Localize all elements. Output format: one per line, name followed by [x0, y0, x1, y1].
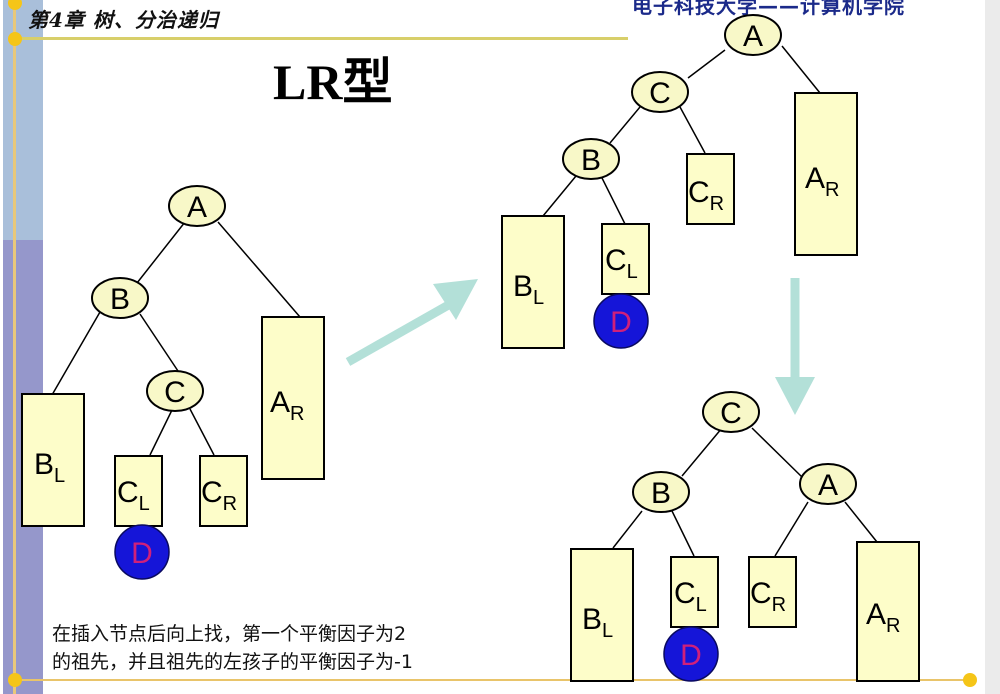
subtree-box: [21, 393, 85, 527]
edge-A-AR: [781, 45, 821, 94]
subtree-box: [686, 153, 735, 225]
tree-node: [562, 138, 620, 180]
subtree-box: [501, 215, 565, 349]
edge-A-B: [136, 221, 186, 284]
edge-B-BL: [612, 510, 643, 549]
node-label: A: [187, 191, 207, 224]
slide-title: LR型: [273, 54, 393, 110]
arrow-down-icon: [775, 278, 815, 415]
subtree-box: [794, 92, 858, 256]
edge-A-CR: [774, 501, 809, 557]
edge-A-C: [687, 49, 726, 79]
subtree-box: [261, 316, 325, 480]
caption-line-1: 在插入节点后向上找，第一个平衡因子为2: [52, 623, 407, 645]
arrow-right-up-icon: [345, 279, 478, 366]
inserted-node: [663, 626, 719, 682]
subtree-label: AR: [805, 162, 839, 201]
node-label: C: [649, 77, 671, 110]
edge-C-B: [681, 427, 723, 477]
subtree-box: [748, 556, 797, 628]
subtree-label: BL: [34, 448, 65, 487]
inserted-node: [593, 293, 649, 349]
edge-B-CL: [671, 510, 695, 557]
edge-C-A: [751, 427, 804, 479]
edge-B-C: [139, 313, 181, 375]
edge-C-CL: [149, 409, 173, 456]
tree-node: [702, 391, 760, 433]
tree-node: [91, 277, 149, 319]
header-rule: [13, 37, 628, 40]
node-label: B: [581, 144, 601, 177]
caption: 在插入节点后向上找，第一个平衡因子为2 的祖先，并且祖先的左孩子的平衡因子为-1: [52, 620, 413, 676]
edge-C-CR: [679, 106, 706, 154]
subtree-label: AR: [270, 386, 304, 425]
subtree-label: CR: [688, 176, 724, 215]
subtree-label: BL: [513, 270, 544, 309]
node-label: A: [818, 469, 838, 502]
subtree-box: [601, 223, 650, 295]
tree-after-right-rotation: C B A BL CL CR AR D: [570, 391, 920, 682]
rule-dot-footer-left: [8, 673, 22, 687]
edge-B-BL: [51, 311, 101, 396]
tree-node: [168, 185, 226, 227]
inserted-node-label: D: [610, 306, 632, 339]
subtree-label: CL: [605, 244, 638, 283]
inserted-node: [114, 524, 170, 580]
tree-after-left-rotation: A C B BL CL CR AR D: [501, 14, 858, 349]
subtree-box: [670, 556, 719, 628]
subtree-box: [199, 455, 248, 527]
subtree-label: CR: [750, 577, 786, 616]
inserted-node-label: D: [680, 639, 702, 672]
tree-node: [724, 14, 782, 56]
node-label: C: [720, 397, 742, 430]
sidebar-rule: [13, 0, 16, 694]
tree-node: [799, 463, 857, 505]
tree-node: [632, 471, 690, 513]
rule-dot-header: [8, 32, 22, 46]
subtree-box: [856, 541, 920, 682]
tree-node: [146, 370, 204, 412]
subtree-box: [570, 548, 634, 682]
tree-node: [631, 71, 689, 113]
rule-dot-top: [8, 0, 22, 10]
edge-A-AR: [217, 221, 301, 318]
tree-original: A B C BL CL CR AR D: [21, 185, 325, 580]
node-label: C: [164, 376, 186, 409]
edge-A-AR: [844, 501, 878, 543]
edge-C-CR: [189, 408, 215, 456]
right-margin-strip: [985, 0, 1000, 694]
node-label: B: [651, 477, 671, 510]
node-label: A: [743, 20, 763, 53]
node-label: B: [110, 283, 130, 316]
subtree-label: CR: [201, 476, 237, 515]
rule-dot-footer-right: [963, 673, 977, 687]
subtree-label: CL: [674, 577, 707, 616]
subtree-label: AR: [866, 598, 900, 637]
chapter-title: 第4章 树、分治递归: [28, 8, 219, 32]
subtree-label: CL: [117, 476, 150, 515]
edge-C-B: [609, 106, 641, 144]
school-name: 电子科技大学——计算机学院: [632, 0, 905, 18]
subtree-label: BL: [582, 603, 613, 642]
inserted-node-label: D: [131, 537, 153, 570]
edge-B-BL: [542, 175, 577, 217]
caption-line-2: 的祖先，并且祖先的左孩子的平衡因子为-1: [52, 651, 413, 673]
edge-B-CL: [601, 177, 626, 225]
footer-rule: [13, 679, 973, 681]
